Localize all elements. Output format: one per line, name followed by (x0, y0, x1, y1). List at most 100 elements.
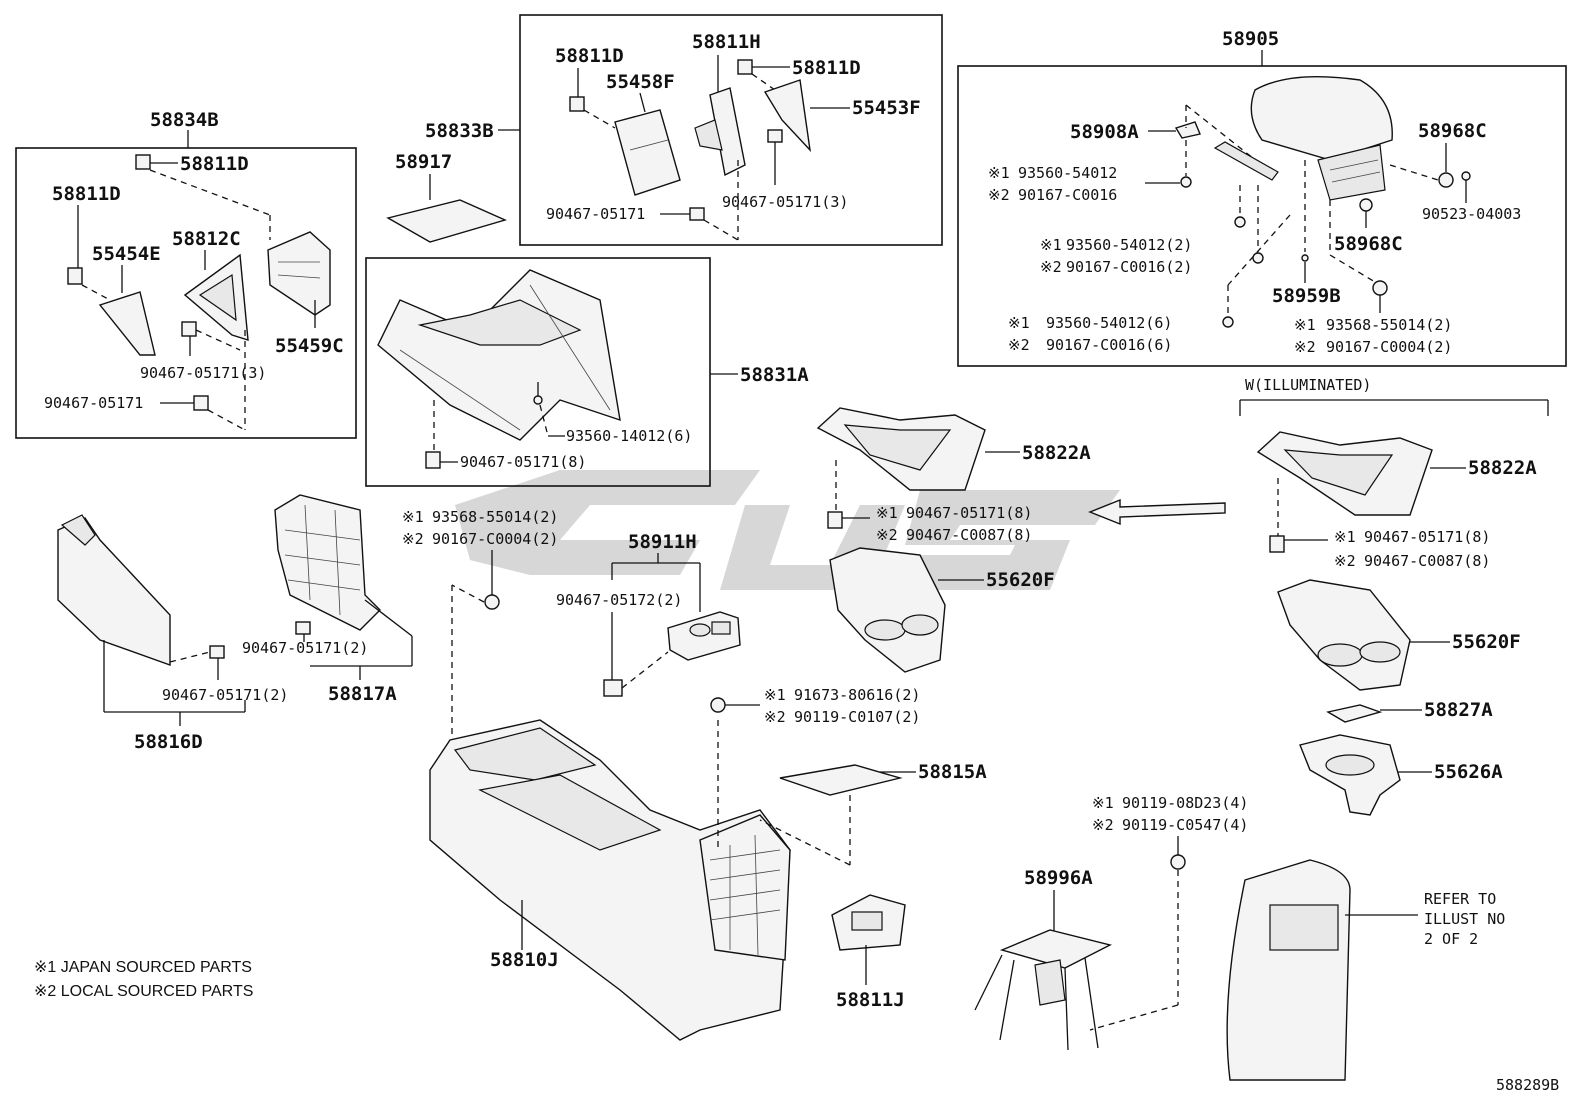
label-93568-55014-2-top: 93568-55014(2) (1326, 316, 1452, 334)
group-58810J: 58810J (429, 719, 791, 1041)
label-90167-c0004-2-top: 90167-C0004(2) (1326, 338, 1452, 356)
mark1-g: ※1 (402, 508, 424, 526)
label-55454E: 55454E (92, 243, 161, 265)
label-58834B: 58834B (150, 109, 219, 131)
label-58908A: 58908A (1070, 121, 1139, 143)
group-58834B: 58834B 58811D 58811D 55454E 58812C 55459… (15, 109, 357, 439)
part-58815A-mat (779, 764, 903, 796)
group-58917: 58917 (386, 151, 508, 243)
label-58812C: 58812C (172, 228, 241, 250)
label-58917: 58917 (395, 151, 452, 173)
label-90467-05171-2-mid: 90467-05171(2) (242, 639, 368, 657)
label-w-illuminated: W(ILLUMINATED) (1245, 376, 1371, 394)
mark1-b: ※1 (1040, 236, 1062, 254)
mark1-a: ※1 (988, 164, 1010, 182)
label-58811D-box2-left: 58811D (555, 45, 624, 67)
label-91673-80616-2: 91673-80616(2) (794, 686, 920, 704)
clip-58811D-left (67, 267, 83, 285)
mark1-i: ※1 (1092, 794, 1114, 812)
group-screw-93568: ※1 93568-55014(2) ※2 90167-C0004(2) (402, 508, 558, 745)
group-illuminated: W(ILLUMINATED) 58822A ※1 90467-05171(8) … (1239, 376, 1549, 816)
pin-58959B (1301, 254, 1309, 262)
label-90467-05171-3-box1: 90467-05171(3) (140, 364, 266, 382)
clip-58822A-illuminated (1269, 535, 1285, 553)
label-58815A: 58815A (918, 761, 987, 783)
screw-armrest-1 (1180, 176, 1192, 188)
label-refer-to: REFER TO (1424, 890, 1496, 908)
clip-90467-05171-box1 (181, 321, 197, 337)
group-box-58834B (15, 147, 357, 439)
label-90467-05171-3-box2: 90467-05171(3) (722, 193, 848, 211)
label-90467-05171-box1: 90467-05171 (44, 394, 143, 412)
bolt-90119-08d23 (1170, 854, 1186, 870)
label-58959B: 58959B (1272, 285, 1341, 307)
group-58811J: 58811J (831, 894, 906, 1011)
label-93560-54012: 93560-54012 (1018, 164, 1117, 182)
label-58968C-bottom: 58968C (1334, 233, 1403, 255)
label-90167-c0016: 90167-C0016 (1018, 186, 1117, 204)
mark2-d: ※2 (1294, 338, 1316, 356)
screw-93568-55014-mid (484, 594, 500, 610)
part-bracket-armrest (1213, 141, 1279, 181)
mark1-h: ※1 (764, 686, 786, 704)
label-58968C-top: 58968C (1418, 120, 1487, 142)
screw-93568-55014 (1372, 280, 1388, 296)
mark2-i: ※2 (1092, 816, 1114, 834)
mark1-f: ※1 (1334, 528, 1356, 546)
clip-90467-box2-left (689, 207, 705, 221)
label-55626A: 55626A (1434, 761, 1503, 783)
clip-90467-05171-box1b (193, 395, 209, 411)
label-58811D-box2-right: 58811D (792, 57, 861, 79)
label-90167-c0016-6: 90167-C0016(6) (1046, 336, 1172, 354)
mark1-d: ※1 (1294, 316, 1316, 334)
group-58905: 58905 58908A ※1 93560-54012 ※2 90167-C00… (957, 28, 1567, 367)
label-90467-c0087-8-illuminated: 90467-C0087(8) (1364, 552, 1490, 570)
label-55620F-illuminated: 55620F (1452, 631, 1521, 653)
group-58822A-middle: 58822A ※1 90467-05171(8) ※2 90467-C0087(… (816, 407, 1226, 673)
part-58905-armrest-lid (1250, 75, 1393, 161)
mark1-c: ※1 (1008, 314, 1030, 332)
part-rear-console-panel (1226, 859, 1351, 1081)
clip-90467-box2-right (767, 129, 783, 143)
part-58996A-bracket-top (999, 929, 1112, 969)
clip-90467-05172 (603, 679, 623, 697)
label-93560-54012-2: 93560-54012(2) (1066, 236, 1192, 254)
clip-90467-58816D (209, 645, 225, 659)
label-58822A-middle: 58822A (1022, 442, 1091, 464)
label-90119-c0547-4: 90119-C0547(4) (1122, 816, 1248, 834)
label-58905: 58905 (1222, 28, 1279, 50)
label-90167-c0004-2-mid: 90167-C0004(2) (432, 530, 558, 548)
label-illust-no: ILLUST NO (1424, 910, 1505, 928)
screw-armrest-3 (1222, 316, 1234, 328)
group-bolt-91673: ※1 91673-80616(2) ※2 90119-C0107(2) (710, 686, 920, 726)
mark2-h: ※2 (764, 708, 786, 726)
group-58815A: 58815A (759, 761, 987, 866)
legend-local-sourced: ※2 LOCAL SOURCED PARTS (34, 983, 253, 1000)
label-58833B: 58833B (425, 120, 494, 142)
label-55453F: 55453F (852, 97, 921, 119)
group-box-58905 (957, 65, 1567, 367)
label-90467-05171-8-box3: 90467-05171(8) (460, 453, 586, 471)
group-box-58831A (365, 257, 711, 487)
clip-58822A-middle (827, 511, 843, 529)
label-58996A: 58996A (1024, 867, 1093, 889)
screw-armrest-2b (1252, 252, 1264, 264)
label-90119-c0107-2: 90119-C0107(2) (794, 708, 920, 726)
label-58811D-box1-top: 58811D (180, 153, 249, 175)
label-90119-08d23-4: 90119-08D23(4) (1122, 794, 1248, 812)
part-55459C (267, 231, 331, 316)
part-58968C-cushion-b (1359, 198, 1373, 212)
label-58810J: 58810J (490, 949, 559, 971)
label-58811H: 58811H (692, 31, 761, 53)
label-55620F-middle: 55620F (986, 569, 1055, 591)
label-58827A: 58827A (1424, 699, 1493, 721)
legend: ※1 JAPAN SOURCED PARTS ※2 LOCAL SOURCED … (34, 959, 253, 1000)
screw-armrest-2a (1234, 216, 1246, 228)
mark1-e: ※1 (876, 504, 898, 522)
mark2-c: ※2 (1008, 336, 1030, 354)
clip-90467-box3 (425, 451, 441, 469)
part-58908A (1174, 121, 1201, 139)
legend-japan-sourced: ※1 JAPAN SOURCED PARTS (34, 959, 252, 976)
label-90467-05171-8-illuminated: 90467-05171(8) (1364, 528, 1490, 546)
